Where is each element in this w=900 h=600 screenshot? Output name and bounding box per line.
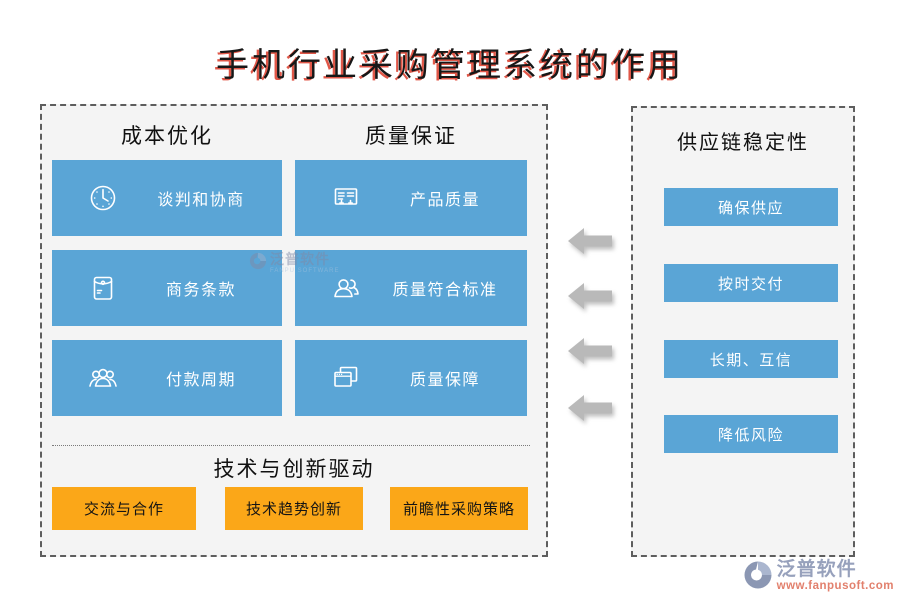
card-forward-procurement-strategy: 前瞻性采购策略 bbox=[390, 487, 528, 530]
card-tech-trend-innovation: 技术趋势创新 bbox=[225, 487, 363, 530]
card-label: 确保供应 bbox=[717, 199, 784, 217]
section-header-cost-optimization: 成本优化 bbox=[121, 124, 213, 148]
fanpu-logo: 泛普软件 www.fanpusoft.com bbox=[743, 560, 894, 593]
card-communication-cooperation: 交流与合作 bbox=[52, 487, 196, 530]
card-ensure-supply: 确保供应 bbox=[664, 188, 838, 226]
card-product-quality: 产品质量 bbox=[295, 160, 527, 236]
card-label: 产品质量 bbox=[409, 192, 480, 209]
board-icon bbox=[329, 181, 363, 215]
fanpu-logo-icon bbox=[743, 560, 773, 590]
logo-url: www.fanpusoft.com bbox=[776, 579, 894, 592]
card-label: 长期、互信 bbox=[709, 351, 793, 369]
card-on-time-delivery: 按时交付 bbox=[664, 264, 838, 302]
card-label: 商务条款 bbox=[165, 282, 236, 299]
left-arrow-icon bbox=[568, 338, 612, 364]
people-2-icon bbox=[329, 271, 363, 305]
page-title: 手机行业采购管理系统的作用 bbox=[216, 48, 684, 84]
card-label: 谈判和协商 bbox=[157, 192, 245, 209]
card-reduce-risk: 降低风险 bbox=[664, 415, 838, 453]
people-3-icon bbox=[86, 361, 120, 395]
left-arrow-icon bbox=[568, 395, 612, 421]
clock-icon bbox=[86, 181, 120, 215]
left-arrow-icon bbox=[568, 228, 612, 254]
card-label: 按时交付 bbox=[717, 275, 784, 293]
card-negotiation: 谈判和协商 bbox=[52, 160, 282, 236]
logo-name: 泛普软件 bbox=[776, 558, 857, 580]
card-label: 降低风险 bbox=[717, 426, 784, 444]
card-quality-guarantee: 质量保障 bbox=[295, 340, 527, 416]
card-label: 质量保障 bbox=[409, 372, 480, 389]
divider bbox=[52, 445, 530, 446]
card-quality-standards: 质量符合标准 bbox=[295, 250, 527, 326]
section-header-quality-assurance: 质量保证 bbox=[365, 124, 457, 148]
card-business-terms: 商务条款 bbox=[52, 250, 282, 326]
windows-icon bbox=[329, 361, 363, 395]
section-header-tech-innovation: 技术与创新驱动 bbox=[213, 457, 375, 481]
card-label: 质量符合标准 bbox=[392, 282, 498, 299]
left-panel: 成本优化 质量保证 谈判和协商 bbox=[40, 104, 548, 557]
card-label: 技术趋势创新 bbox=[245, 501, 342, 518]
card-long-term-trust: 长期、互信 bbox=[664, 340, 838, 378]
left-arrow-icon bbox=[568, 283, 612, 309]
section-header-supply-chain-stability: 供应链稳定性 bbox=[677, 132, 809, 154]
card-label: 前瞻性采购策略 bbox=[402, 501, 515, 518]
right-panel: 供应链稳定性 确保供应 按时交付 长期、互信 降低风险 bbox=[631, 106, 855, 557]
card-label: 交流与合作 bbox=[83, 501, 164, 518]
envelope-icon bbox=[86, 271, 120, 305]
card-label: 付款周期 bbox=[165, 372, 236, 389]
card-payment-cycle: 付款周期 bbox=[52, 340, 282, 416]
